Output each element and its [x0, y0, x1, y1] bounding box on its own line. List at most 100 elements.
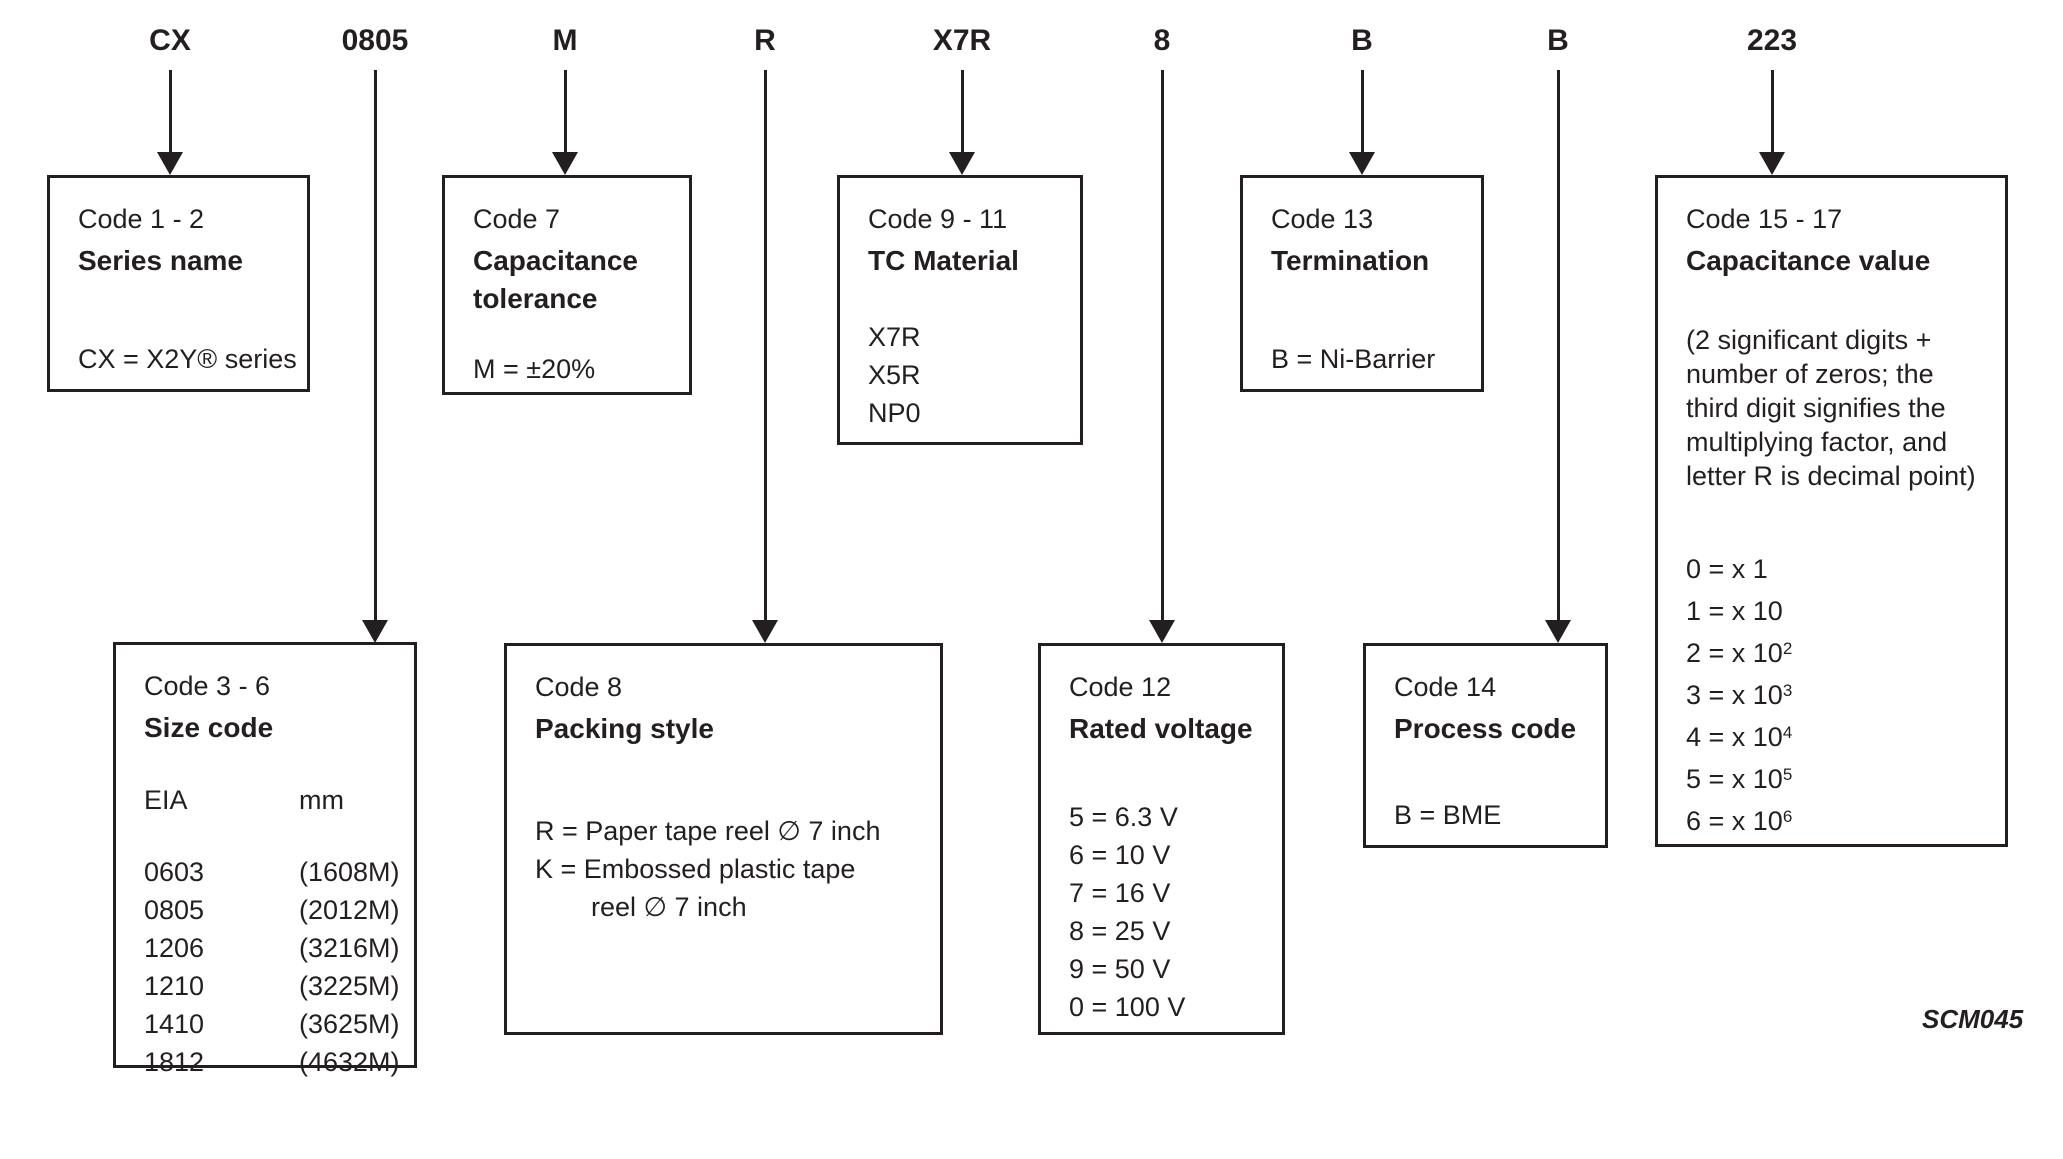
multiplier-row: 2 = x 102	[1686, 638, 1793, 668]
code-box-process: Code 14 Process code B = BME	[1363, 643, 1608, 848]
multiplier-row: 1 = x 10	[1686, 596, 1783, 626]
multiplier-row: 5 = x 105	[1686, 764, 1793, 794]
part-code-label-b1: B	[1351, 24, 1373, 57]
arrow-line-b2	[1557, 70, 1560, 623]
part-code-label-8: 8	[1153, 24, 1171, 57]
box-entry: X5R	[868, 360, 921, 390]
box-note-line: letter R is decimal point)	[1686, 461, 1976, 491]
table-row: 0805(2012M)	[144, 895, 400, 925]
size-table-header: EIA mm	[144, 785, 344, 815]
box-title: Capacitance value	[1686, 245, 1931, 276]
part-code-label-r: R	[754, 24, 776, 57]
arrow-line-cx	[169, 70, 172, 155]
part-code-label-cx: CX	[149, 24, 191, 57]
box-entry: reel ∅ 7 inch	[591, 892, 747, 922]
box-note: (2 significant digits + number of zeros;…	[1686, 323, 1976, 493]
multiplier-row: 0 = x 1	[1686, 554, 1768, 584]
box-code-range: Code 7	[473, 204, 561, 234]
box-title: Packing style	[535, 713, 714, 744]
box-entry: X7R	[868, 322, 921, 352]
box-entry: 9 = 50 V	[1069, 954, 1171, 984]
code-box-capacitance-value: Code 15 - 17 Capacitance value (2 signif…	[1655, 175, 2008, 847]
box-entry: B = BME	[1394, 800, 1502, 830]
code-box-tc-material: Code 9 - 11 TC Material X7R X5R NP0	[837, 175, 1083, 445]
column-header-eia: EIA	[144, 785, 188, 815]
box-note-line: multiplying factor, and	[1686, 427, 1948, 457]
arrow-line-m	[564, 70, 567, 155]
box-entry: 8 = 25 V	[1069, 916, 1171, 946]
exponent: 5	[1782, 765, 1793, 784]
table-row: 1812(4632M)	[144, 1047, 400, 1077]
box-entry-list: 5 = 6.3 V 6 = 10 V 7 = 16 V 8 = 25 V 9 =…	[1069, 798, 1185, 1026]
box-entry: 5 = 6.3 V	[1069, 802, 1178, 832]
box-code-range: Code 3 - 6	[144, 671, 271, 701]
code-box-voltage: Code 12 Rated voltage 5 = 6.3 V 6 = 10 V…	[1038, 643, 1285, 1035]
figure-id: SCM045	[1922, 1004, 2024, 1034]
arrow-head-icon	[1545, 620, 1571, 643]
box-title: Termination	[1271, 245, 1430, 276]
box-entry-list: R = Paper tape reel ∅ 7 inch K = Embosse…	[535, 812, 880, 926]
box-title: TC Material	[868, 245, 1019, 276]
box-code-range: Code 8	[535, 672, 623, 702]
code-box-packing: Code 8 Packing style R = Paper tape reel…	[504, 643, 943, 1035]
code-box-size: Code 3 - 6 Size code EIA mm 0603(1608M) 0…	[113, 642, 417, 1077]
box-code-range: Code 13	[1271, 204, 1374, 234]
box-code-range: Code 9 - 11	[868, 204, 1008, 234]
box-code-range: Code 1 - 2	[78, 204, 205, 234]
box-entry: 0 = 100 V	[1069, 992, 1186, 1022]
box-entry: 6 = 10 V	[1069, 840, 1171, 870]
box-code-range: Code 15 - 17	[1686, 204, 1843, 234]
box-note-line: third digit signifies the	[1686, 393, 1946, 423]
arrow-line-0805	[374, 70, 377, 623]
exponent: 2	[1782, 639, 1793, 658]
box-title: Capacitance tolerance	[473, 245, 638, 314]
box-title: Rated voltage	[1069, 713, 1253, 744]
code-box-tolerance: Code 7 Capacitance tolerance M = ±20%	[442, 175, 692, 395]
box-code-range: Code 12	[1069, 672, 1172, 702]
box-code-range: Code 14	[1394, 672, 1497, 702]
arrow-line-r	[764, 70, 767, 623]
table-row: 1210(3225M)	[144, 971, 400, 1001]
arrow-head-icon	[752, 620, 778, 643]
arrow-line-x7r	[961, 70, 964, 155]
multiplier-row: 4 = x 104	[1686, 722, 1793, 752]
arrow-head-icon	[1149, 620, 1175, 643]
arrow-head-icon	[362, 620, 388, 643]
box-entry: B = Ni-Barrier	[1271, 344, 1436, 374]
box-entry: 7 = 16 V	[1069, 878, 1171, 908]
arrow-head-icon	[157, 152, 183, 175]
part-code-label-b2: B	[1547, 24, 1569, 57]
box-entry: M = ±20%	[473, 354, 596, 384]
exponent: 3	[1782, 681, 1793, 700]
exponent: 6	[1782, 807, 1793, 826]
arrow-head-icon	[949, 152, 975, 175]
box-note-line: number of zeros; the	[1686, 359, 1934, 389]
box-entry: CX = X2Y® series	[78, 344, 297, 374]
part-code-label-0805: 0805	[341, 24, 409, 57]
code-box-series: Code 1 - 2 Series name CX = X2Y® series	[47, 175, 310, 392]
box-note-line: (2 significant digits +	[1686, 325, 1932, 355]
arrow-head-icon	[1349, 152, 1375, 175]
box-title: Size code	[144, 712, 274, 743]
table-row: 1410(3625M)	[144, 1009, 400, 1039]
table-row: 0603(1608M)	[144, 857, 400, 887]
box-entry: K = Embossed plastic tape	[535, 854, 856, 884]
box-entry: R = Paper tape reel ∅ 7 inch	[535, 816, 881, 846]
multiplier-list: 0 = x 1 1 = x 10 2 = x 102 3 = x 103 4 =…	[1686, 546, 1792, 840]
column-header-mm: mm	[299, 785, 344, 815]
arrow-line-8	[1161, 70, 1164, 623]
table-row: 1206(3216M)	[144, 933, 400, 963]
arrow-line-b1	[1361, 70, 1364, 155]
box-entry-list: X7R X5R NP0	[868, 318, 921, 432]
box-entry: NP0	[868, 398, 921, 428]
part-code-label-223: 223	[1746, 24, 1798, 57]
exponent: 4	[1782, 723, 1793, 742]
code-box-termination: Code 13 Termination B = Ni-Barrier	[1240, 175, 1484, 392]
size-table: 0603(1608M) 0805(2012M) 1206(3216M) 1210…	[144, 853, 400, 1081]
multiplier-row: 6 = x 106	[1686, 806, 1793, 836]
arrow-head-icon	[1759, 152, 1785, 175]
arrow-head-icon	[552, 152, 578, 175]
part-code-label-m: M	[552, 24, 578, 57]
box-title: Series name	[78, 245, 243, 276]
